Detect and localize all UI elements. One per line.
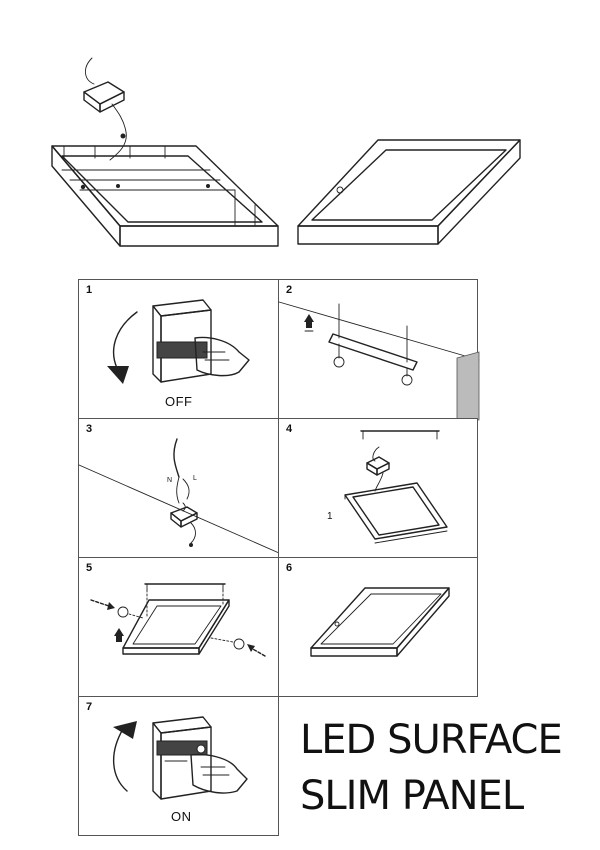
panel-frame-icon [51,145,279,247]
step-number: 3 [86,423,93,435]
step-1-panel: 1 OFF [78,279,279,419]
wiring-icon [78,438,280,554]
led-driver-icon [83,81,125,113]
push-arrow-icon [304,314,314,332]
led-driver-icon [366,456,390,476]
panel-icon [297,139,521,245]
step-number: 2 [286,284,293,296]
step-4-panel: 4 1 [278,418,478,558]
screw-icon [333,343,413,386]
mounting-bracket-icon [360,430,440,440]
neutral-wire-label: N [167,477,173,484]
step-6-panel: 6 [278,557,478,697]
product-title-line-1: LED SURFACE [300,717,563,763]
panel-frame-icon [344,482,448,544]
rotate-arrow-icon [113,721,137,739]
step-3-panel: 3 N L [78,418,280,558]
live-wire-label: L [193,475,198,482]
switch-icon [107,299,250,384]
step-number: 4 [286,423,293,435]
step-5-panel: 5 [78,557,279,697]
panel-icon [122,599,230,655]
ceiling-drilling-icon [278,301,480,421]
screw-icon [117,606,245,650]
step-number: 5 [86,562,93,574]
led-driver-icon [170,506,198,528]
installation-steps-grid: 1 OFF 2 [78,279,480,836]
fix-panel-icon [90,583,266,657]
mounting-bracket-icon [328,303,418,371]
connect-driver-icon [344,430,448,544]
step-number: 7 [86,701,93,713]
step-caption: OFF [165,394,193,409]
rotate-arrow-icon [107,366,129,384]
panel-icon [310,587,450,657]
step-7-panel: 7 ON [78,696,279,836]
step-2-panel: 2 [278,279,480,421]
step-number: 1 [86,284,93,296]
step-caption: ON [171,809,192,824]
overview-frame-with-driver [51,57,521,247]
step-note: 1 [327,511,334,522]
mounting-bracket-icon [144,583,226,591]
product-title-line-2: SLIM PANEL [300,773,524,819]
step-number: 6 [286,562,293,574]
push-arrow-icon [90,599,266,657]
switch-icon [112,716,248,800]
